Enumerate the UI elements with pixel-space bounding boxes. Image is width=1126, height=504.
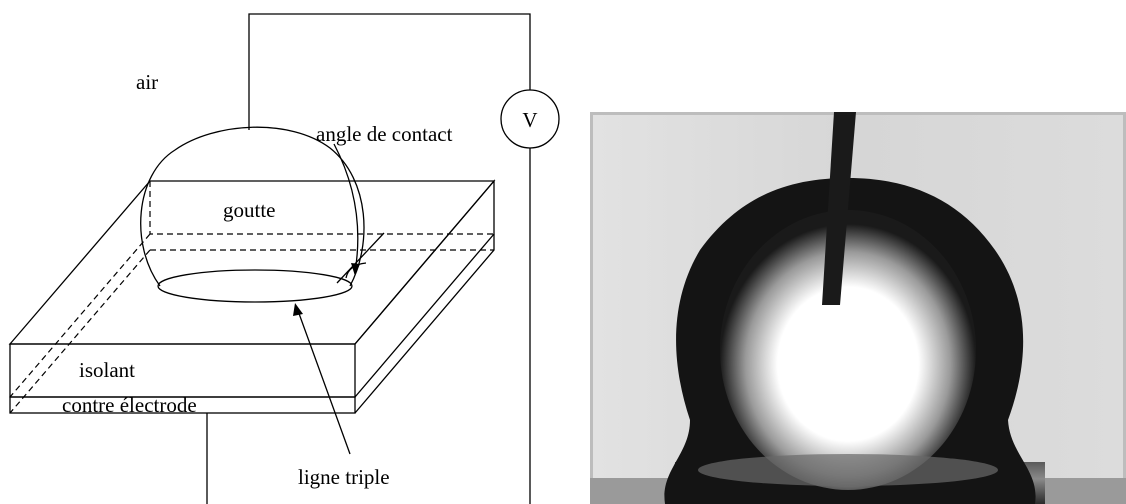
circuit-wire [206, 13, 531, 504]
contact-angle-arrow [333, 143, 360, 276]
schematic: V [8, 13, 560, 504]
triple-line-arrow [293, 303, 351, 455]
contact-angle-label: angle de contact [316, 122, 453, 146]
triple-line-label: ligne triple [298, 465, 390, 489]
counter-electrode-label: contre électrode [62, 393, 197, 417]
air-label: air [136, 70, 158, 94]
insulator-label: isolant [79, 358, 135, 382]
photo-needle [822, 112, 856, 305]
droplet-label: goutte [223, 198, 276, 222]
voltmeter: V [500, 89, 560, 149]
insulator-slab [8, 179, 496, 414]
voltmeter-label: V [522, 108, 537, 132]
droplet-photo [590, 112, 1126, 504]
